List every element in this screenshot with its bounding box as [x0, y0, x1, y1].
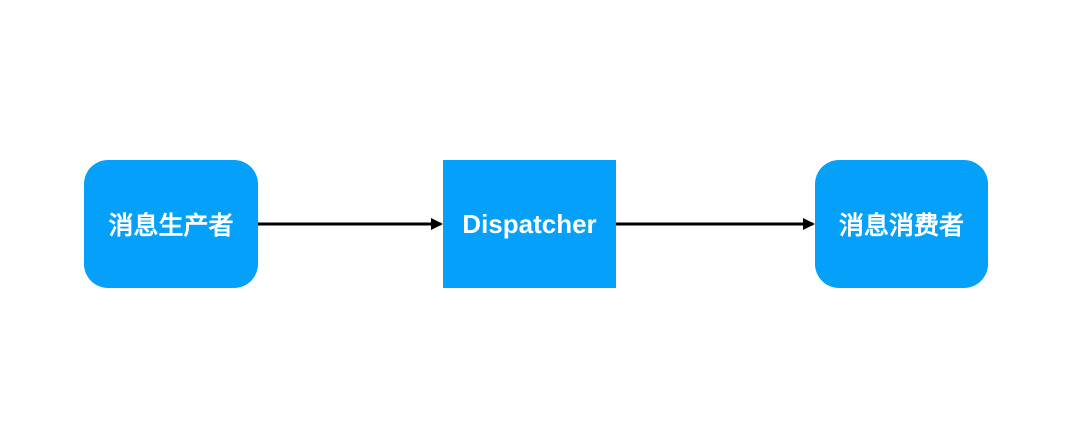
dispatcher-node: Dispatcher [443, 160, 616, 288]
consumer-label: 消息消费者 [838, 211, 964, 240]
producer-node: 消息生产者 [84, 160, 258, 288]
consumer-node: 消息消费者 [815, 160, 988, 288]
dispatcher-label: Dispatcher [462, 208, 597, 239]
producer-label: 消息生产者 [108, 211, 234, 240]
